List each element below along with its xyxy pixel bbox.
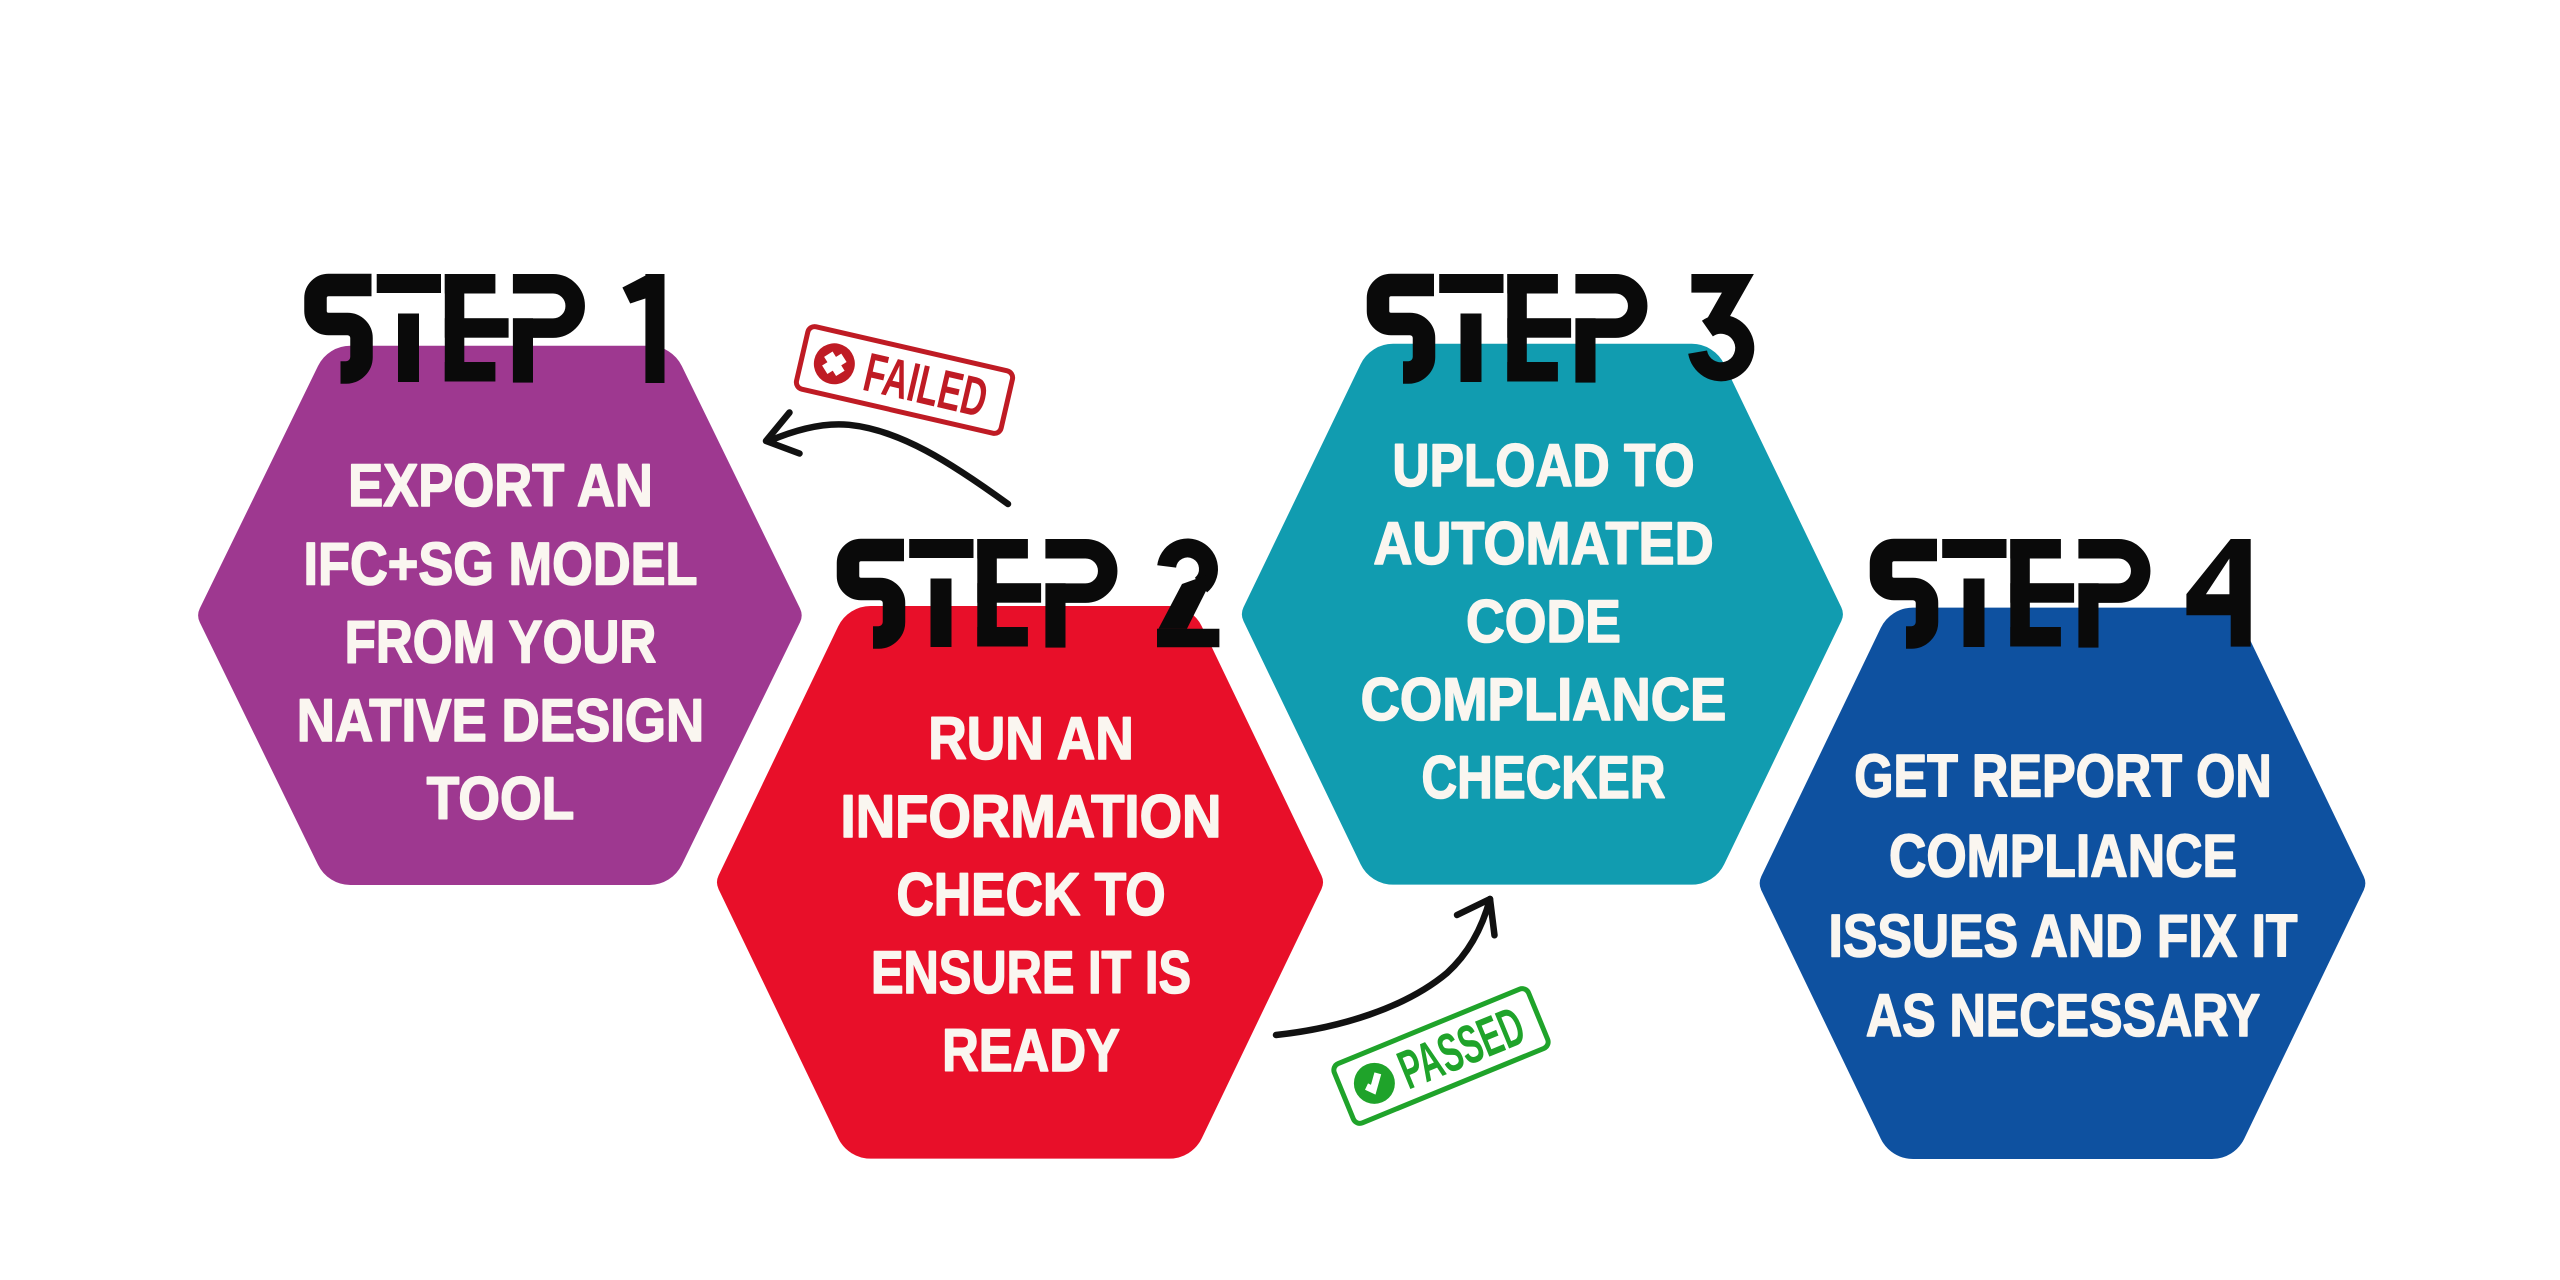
svg-text:CHECK TO: CHECK TO (896, 861, 1165, 928)
svg-text:AS NECESSARY: AS NECESSARY (1866, 982, 2260, 1049)
svg-text:UPLOAD TO: UPLOAD TO (1392, 432, 1694, 499)
svg-text:GET REPORT ON: GET REPORT ON (1854, 743, 2272, 810)
svg-text:EXPORT AN: EXPORT AN (348, 452, 653, 519)
svg-text:TOOL: TOOL (427, 765, 575, 832)
svg-text:ENSURE IT IS: ENSURE IT IS (871, 939, 1191, 1006)
svg-text:COMPLIANCE: COMPLIANCE (1889, 822, 2237, 889)
svg-text:AUTOMATED: AUTOMATED (1373, 510, 1713, 577)
svg-text:COMPLIANCE: COMPLIANCE (1361, 666, 1727, 733)
svg-text:FROM YOUR: FROM YOUR (345, 609, 657, 676)
svg-text:IFC+SG MODEL: IFC+SG MODEL (304, 530, 698, 597)
svg-text:PASSED: PASSED (1389, 994, 1533, 1101)
svg-text:ISSUES AND FIX IT: ISSUES AND FIX IT (1829, 902, 2298, 969)
svg-text:FAILED: FAILED (858, 341, 993, 429)
svg-text:RUN AN: RUN AN (928, 705, 1134, 772)
svg-text:CHECKER: CHECKER (1422, 744, 1666, 811)
svg-text:CODE: CODE (1466, 588, 1621, 655)
svg-text:INFORMATION: INFORMATION (841, 783, 1222, 850)
svg-text:NATIVE DESIGN: NATIVE DESIGN (297, 687, 705, 754)
svg-text:READY: READY (942, 1017, 1120, 1084)
